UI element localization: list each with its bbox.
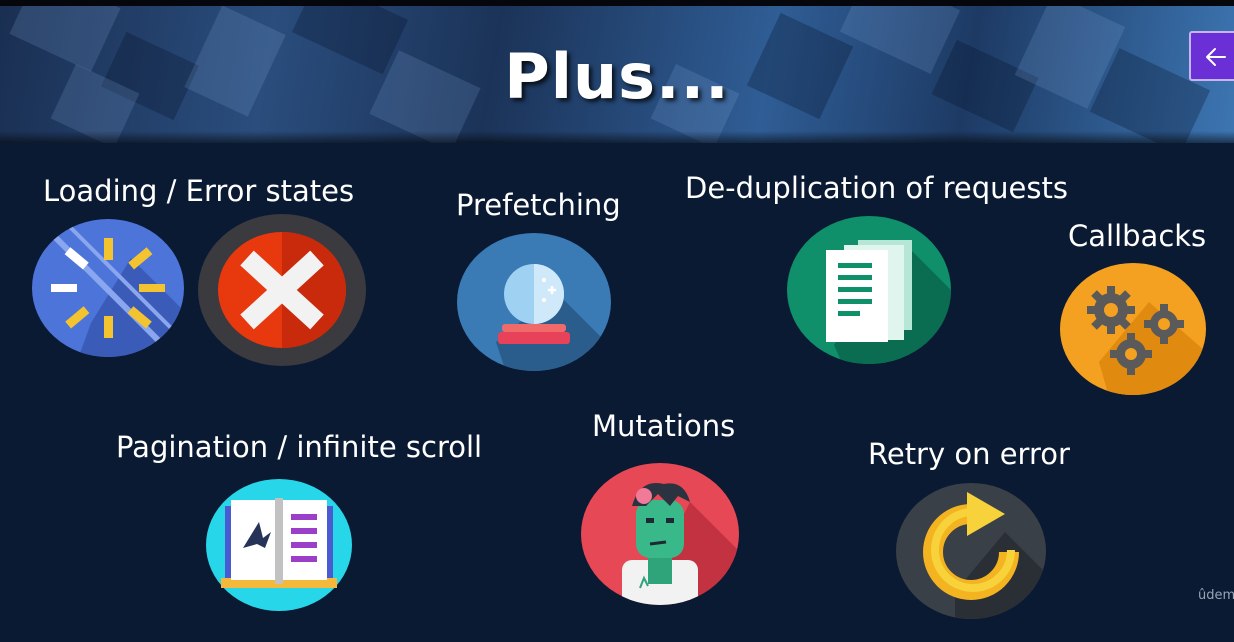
open-book-icon [206, 479, 352, 611]
udemy-watermark: ûdemy [1198, 588, 1234, 603]
documents-icon [787, 216, 951, 364]
title-banner: Plus... [0, 6, 1234, 143]
retry-arrow-icon [896, 483, 1046, 619]
label-mutations: Mutations [592, 409, 736, 443]
slide-title: Plus... [504, 40, 730, 113]
label-loading-error-states: Loading / Error states [43, 174, 355, 208]
label-retry-on-error: Retry on error [868, 437, 1070, 471]
gears-icon [1060, 263, 1206, 395]
loading-spinner-icon [32, 219, 184, 357]
label-pagination: Pagination / infinite scroll [116, 430, 483, 464]
label-de-duplication: De-duplication of requests [685, 171, 1068, 205]
back-button[interactable] [1189, 31, 1234, 81]
label-callbacks: Callbacks [1068, 219, 1207, 253]
label-prefetching: Prefetching [456, 188, 621, 222]
error-x-icon [198, 214, 366, 366]
crystal-ball-icon [457, 233, 611, 371]
arrow-left-icon [1206, 48, 1226, 66]
zombie-icon [581, 463, 739, 605]
top-edge [0, 0, 1234, 6]
